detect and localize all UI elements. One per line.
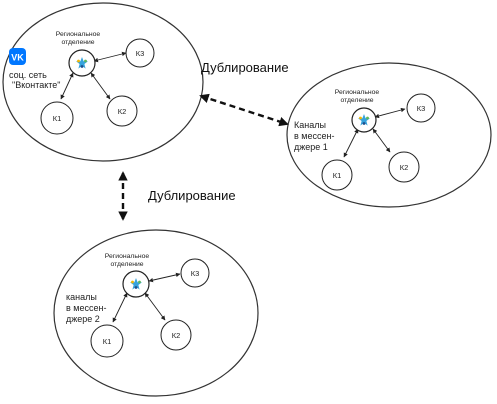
m1-link-k3 bbox=[374, 107, 406, 119]
m2-group-label-line3: джере 2 bbox=[66, 314, 100, 324]
vk-center-caption-line2: отделение bbox=[61, 39, 94, 46]
vk-link-k3 bbox=[93, 51, 127, 63]
m1-node-k1-label: К1 bbox=[333, 171, 342, 180]
svg-text:VK: VK bbox=[11, 53, 24, 63]
regional-logo-icon bbox=[358, 114, 370, 126]
m1-node-k1 bbox=[321, 159, 353, 191]
group-vk: VK соц. сеть "Вконтакте" Региональное от… bbox=[2, 2, 204, 162]
m2-node-k1 bbox=[90, 324, 124, 358]
vk-node-k3-label: К3 bbox=[136, 49, 145, 58]
vk-node-k3 bbox=[125, 38, 155, 68]
vk-group-label-line2: "Вконтакте" bbox=[12, 80, 61, 90]
m2-group-label-line1: каналы bbox=[66, 292, 97, 302]
group-messenger-2: Региональное отделение каналы в мессен- … bbox=[53, 229, 259, 397]
m1-center-caption-line2: отделение bbox=[340, 97, 373, 104]
m2-center-caption-line1: Региональное bbox=[105, 253, 150, 260]
m2-link-k2 bbox=[144, 292, 166, 321]
m1-center-caption-line1: Региональное bbox=[335, 89, 380, 96]
group-messenger-1: Региональное отделение Каналы в мессен- … bbox=[286, 62, 492, 208]
m1-group-label-line2: в мессен- bbox=[294, 131, 334, 141]
m1-group-label-line3: джере 1 bbox=[294, 142, 328, 152]
vk-link-k2 bbox=[90, 72, 111, 100]
m1-group-label-line1: Каналы bbox=[294, 120, 326, 130]
vk-node-k1-label: К1 bbox=[53, 114, 62, 123]
m2-center-caption-line2: отделение bbox=[110, 261, 143, 268]
m2-node-k2 bbox=[160, 319, 192, 351]
m1-node-k2-label: К2 bbox=[400, 163, 409, 172]
m1-node-k3-label: К3 bbox=[417, 104, 426, 113]
m2-link-k1 bbox=[112, 292, 128, 323]
duplication-label-horizontal: Дублирование bbox=[201, 60, 289, 75]
vk-node-k2 bbox=[106, 95, 138, 127]
regional-logo-icon bbox=[76, 57, 88, 69]
m2-node-k3-label: К3 bbox=[191, 269, 200, 278]
vk-logo-icon: VK bbox=[9, 48, 26, 65]
m2-link-k3 bbox=[148, 272, 181, 283]
vk-node-k2-label: К2 bbox=[118, 107, 127, 116]
m2-group-label-line2: в мессен- bbox=[66, 303, 106, 313]
vk-center-caption-line1: Региональное bbox=[56, 31, 101, 38]
m2-node-k3 bbox=[180, 258, 210, 288]
m1-link-k1 bbox=[343, 128, 359, 158]
group-messenger-2-ellipse bbox=[53, 229, 259, 397]
duplication-arrow-horizontal bbox=[199, 93, 289, 127]
m2-node-k2-label: К2 bbox=[172, 331, 181, 340]
vk-group-label-line1: соц. сеть bbox=[9, 70, 47, 80]
m1-link-k2 bbox=[372, 128, 391, 153]
duplication-label-vertical: Дублирование bbox=[148, 188, 236, 203]
vk-link-k1 bbox=[60, 72, 74, 100]
m1-node-k3 bbox=[406, 93, 436, 123]
m1-node-k2 bbox=[388, 151, 420, 183]
m2-node-k1-label: К1 bbox=[103, 337, 112, 346]
vk-node-k1 bbox=[40, 101, 74, 135]
regional-logo-icon bbox=[130, 278, 142, 290]
